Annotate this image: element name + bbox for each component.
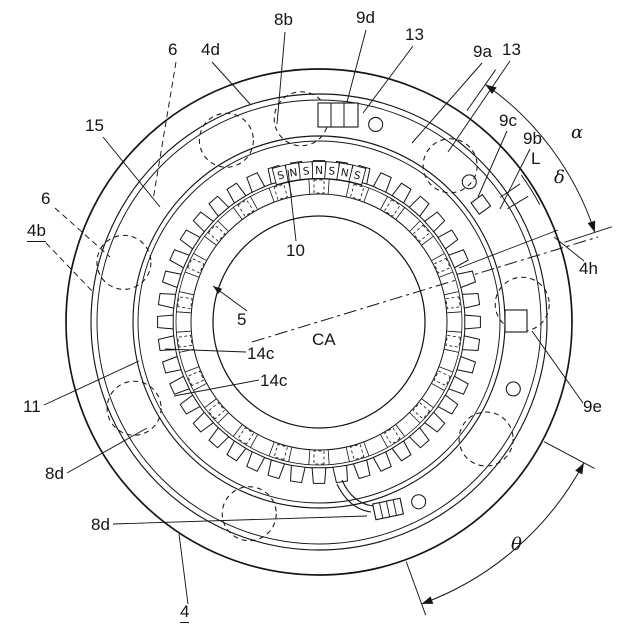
svg-text:S: S bbox=[276, 169, 286, 182]
label-4b: 4b bbox=[27, 221, 46, 242]
label-13-top: 13 bbox=[405, 25, 424, 44]
svg-text:S: S bbox=[352, 169, 362, 182]
label-5: 5 bbox=[237, 310, 247, 329]
sensor-component-9c bbox=[470, 193, 492, 215]
label-9d: 9d bbox=[356, 8, 375, 27]
label-11: 11 bbox=[23, 397, 41, 416]
label-4d: 4d bbox=[201, 40, 220, 59]
label-14c-lower: 14c bbox=[260, 371, 288, 390]
svg-text:S: S bbox=[328, 165, 336, 178]
svg-text:N: N bbox=[340, 167, 350, 180]
label-9e: 9e bbox=[583, 397, 602, 416]
label-9b: 9b bbox=[523, 129, 542, 148]
cage-holes bbox=[368, 116, 521, 510]
wire-and-connector bbox=[336, 479, 405, 521]
label-theta: θ bbox=[511, 534, 522, 555]
teeth-ring bbox=[157, 160, 481, 484]
label-15: 15 bbox=[85, 116, 104, 135]
ring-circles bbox=[65, 68, 573, 576]
label-L: L bbox=[531, 149, 541, 168]
label-6-top: 6 bbox=[168, 40, 178, 59]
label-alpha: α bbox=[571, 122, 584, 143]
label-4: 4 bbox=[180, 602, 190, 623]
label-8d-lower: 8d bbox=[91, 515, 110, 534]
label-14c-upper: 14c bbox=[247, 344, 275, 363]
label-10: 10 bbox=[286, 241, 305, 260]
label-13-right: 13 bbox=[502, 40, 521, 59]
label-8b: 8b bbox=[274, 10, 293, 29]
label-6-left: 6 bbox=[41, 189, 51, 208]
label-delta: δ bbox=[554, 167, 565, 188]
dimension-arcs bbox=[405, 69, 613, 616]
svg-text:S: S bbox=[302, 165, 310, 178]
label-4h: 4h bbox=[579, 259, 598, 278]
center-axis-line bbox=[251, 236, 599, 343]
label-9c: 9c bbox=[499, 111, 517, 130]
label-8d-upper: 8d bbox=[45, 464, 64, 483]
leader-lines bbox=[43, 29, 585, 605]
label-CA: CA bbox=[312, 330, 336, 349]
sensor-component-top bbox=[317, 102, 359, 128]
svg-text:N: N bbox=[289, 167, 299, 180]
svg-text:N: N bbox=[315, 165, 323, 177]
sensor-component-9e bbox=[504, 309, 528, 333]
label-9a: 9a bbox=[473, 42, 492, 61]
rollers bbox=[96, 91, 550, 542]
magnet-ring bbox=[176, 179, 462, 465]
